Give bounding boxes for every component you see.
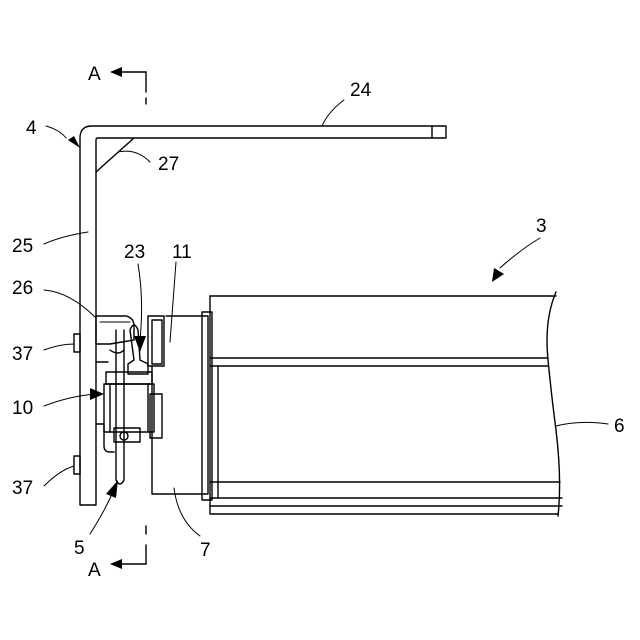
section-mark-top: A (88, 64, 101, 85)
leader-lines (44, 100, 608, 536)
label-6: 6 (614, 416, 625, 437)
holder-10 (96, 362, 154, 452)
part-11 (148, 316, 164, 366)
label-27: 27 (158, 154, 179, 175)
lever-5 (110, 330, 124, 484)
label-5: 5 (74, 538, 85, 559)
label-37-lower: 37 (12, 478, 33, 499)
section-mark-bottom: A (88, 560, 101, 581)
part-23 (128, 325, 148, 374)
label-7: 7 (200, 540, 211, 561)
roller-body-3 (210, 292, 562, 516)
label-26: 26 (12, 278, 33, 299)
block-26 (96, 316, 134, 344)
label-3: 3 (536, 216, 547, 237)
section-indicator-bottom: A (88, 526, 146, 581)
label-25: 25 (12, 236, 33, 257)
fastener-37-lower (74, 456, 80, 474)
label-10: 10 (12, 398, 33, 419)
label-23: 23 (124, 242, 145, 263)
section-indicator-top: A (88, 64, 146, 104)
bracket-4 (80, 126, 446, 505)
end-cap-7 (150, 312, 212, 500)
fastener-37-upper (74, 334, 80, 352)
label-11: 11 (172, 242, 192, 263)
label-37-upper: 37 (12, 344, 33, 365)
label-24: 24 (350, 80, 372, 101)
label-4: 4 (26, 118, 37, 139)
